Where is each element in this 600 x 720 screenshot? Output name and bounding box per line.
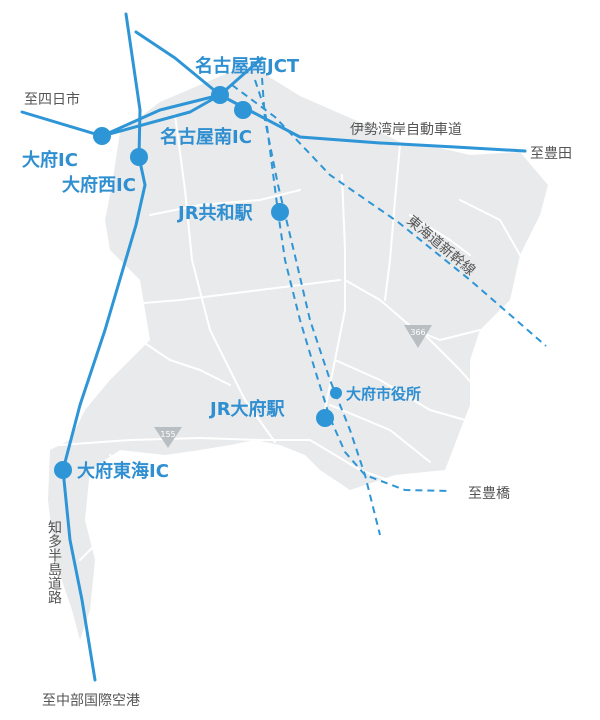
isewangan-expressway: [20, 93, 527, 153]
poi-points: [54, 86, 342, 479]
road: [424, 334, 496, 411]
nagoya-minami-ic-label: 名古屋南IC: [160, 126, 252, 148]
road: [109, 454, 151, 541]
route-155-label: 155: [160, 430, 175, 439]
nagoya-minami-jct-point[interactable]: [211, 86, 229, 104]
shinkansen-line: [231, 84, 547, 347]
obu-city-hall-point[interactable]: [330, 387, 342, 399]
road: [324, 174, 346, 411]
road: [149, 189, 301, 216]
obu-higashi-ic-label: 大府東海IC: [77, 460, 169, 482]
expressways: [20, 12, 527, 682]
road: [384, 144, 401, 301]
road: [459, 199, 521, 256]
road: [329, 404, 431, 463]
route-366-label: 366: [410, 328, 425, 337]
to-toyohashi-label: 至豊橋: [468, 486, 510, 502]
obu-ic-label: 大府IC: [22, 149, 78, 171]
to-toyota-label: 至豊田: [530, 146, 572, 162]
road: [119, 279, 341, 306]
nagoya-minami-jct-label: 名古屋南JCT: [195, 55, 300, 77]
road: [174, 114, 276, 443]
road: [79, 519, 116, 561]
jr-obu-station-point[interactable]: [316, 409, 334, 427]
obu-city-hall-label: 大府市役所: [346, 385, 421, 403]
to-yokkaichi-label: 至四日市: [24, 91, 80, 108]
obu-higashi-ic-point[interactable]: [54, 461, 72, 479]
chita-hanto-label: 知多半島道路: [46, 519, 62, 604]
obu-nishi-ic-point[interactable]: [130, 148, 148, 166]
road: [59, 437, 311, 446]
shinkansen-line-south: [261, 77, 381, 536]
road: [309, 439, 411, 489]
nagoya-minami-ic-point[interactable]: [234, 101, 252, 119]
route-155-shield: 155: [154, 427, 182, 448]
obu-ic-point[interactable]: [93, 127, 111, 145]
city-area: [48, 70, 548, 640]
route-366-shield: 366: [404, 325, 432, 348]
to-centrair-label: 至中部国際空港: [42, 693, 140, 709]
road: [139, 339, 231, 386]
road: [334, 359, 466, 421]
obu-nishi-ic-label: 大府西IC: [62, 174, 136, 196]
jr-kyowa-station-label: JR共和駅: [176, 203, 254, 224]
road: [409, 214, 471, 256]
chita-hanto-expressway: [61, 12, 147, 682]
jr-obu-station-label: JR大府駅: [208, 398, 286, 420]
route-jct-spur: [134, 30, 222, 97]
jr-kyowa-station-point[interactable]: [271, 203, 289, 221]
isewangan-label: 伊勢湾岸自動車道: [350, 121, 462, 138]
route-to-yokkaichi: [100, 56, 264, 138]
